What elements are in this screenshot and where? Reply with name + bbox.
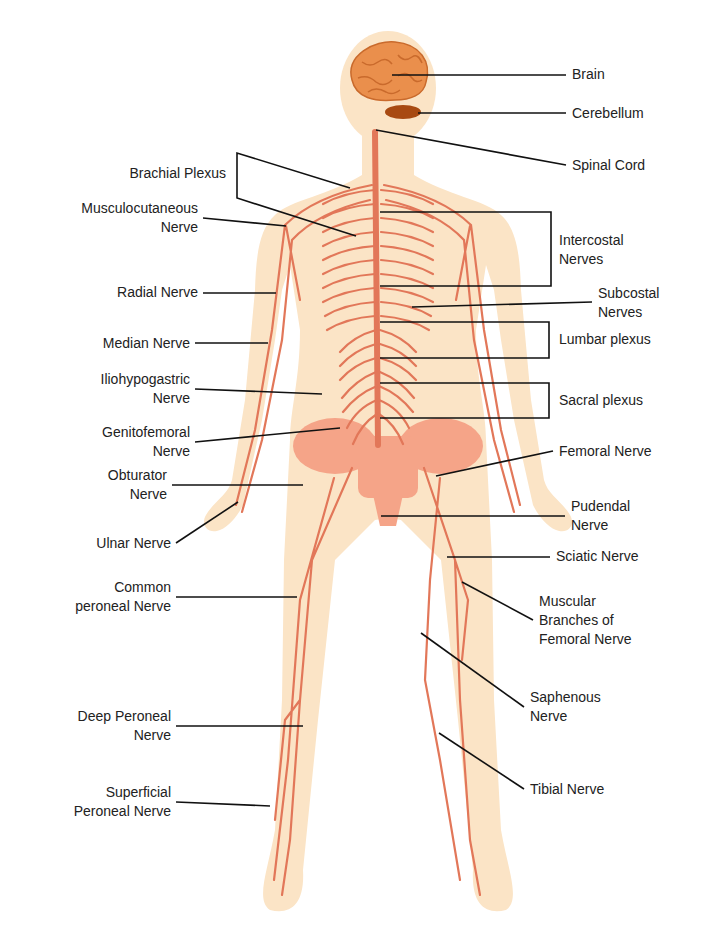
nerve-label-box: Spinal Cord (572, 156, 672, 175)
leader-line (418, 112, 566, 114)
leader-line (176, 725, 303, 727)
nerve-label: Superficial Peroneal Nerve (74, 784, 171, 819)
leader-line (412, 302, 592, 307)
nerve-label: Subcostal Nerves (598, 285, 659, 320)
nerve-label-box: Saphenous Nerve (530, 688, 615, 726)
nerve-label-box: Iliohypogastric Nerve (75, 370, 190, 408)
leader-line (172, 484, 303, 486)
nerve-label: Tibial Nerve (530, 781, 604, 797)
leader-line (392, 74, 566, 76)
nerve-label: Muscular Branches of Femoral Nerve (539, 593, 632, 647)
nerve-label: Intercostal Nerves (559, 232, 624, 267)
nerve-label-box: Median Nerve (90, 334, 190, 353)
nerve-label: Brachial Plexus (130, 165, 227, 181)
nerve-label: Musculocutaneous Nerve (81, 200, 198, 235)
nerve-label: Obturator Nerve (108, 467, 167, 502)
nerve-label: Ulnar Nerve (96, 535, 171, 551)
leader-line (203, 292, 276, 294)
nerve-label-box: Intercostal Nerves (559, 231, 644, 269)
leader-line (176, 502, 238, 543)
nerve-label-box: Ulnar Nerve (81, 534, 171, 553)
bracket (380, 383, 549, 418)
nerve-label: Pudendal Nerve (571, 498, 630, 533)
leader-line (447, 556, 550, 558)
nerve-label: Genitofemoral Nerve (102, 424, 190, 459)
leader-line (462, 582, 533, 620)
nerve-label: Femoral Nerve (559, 443, 652, 459)
nerve-label: Deep Peroneal Nerve (78, 708, 171, 743)
nerve-label-box: Sacral plexus (559, 391, 659, 410)
nerve-label: Common peroneal Nerve (75, 579, 171, 614)
bracket (380, 212, 551, 286)
nerve-label-box: Tibial Nerve (530, 780, 620, 799)
leader-line (195, 389, 322, 394)
nerve-label: Median Nerve (103, 335, 190, 351)
nerve-label: Radial Nerve (117, 284, 198, 300)
nerve-label: Saphenous Nerve (530, 689, 601, 724)
brain (351, 42, 428, 119)
nerve-label: Spinal Cord (572, 157, 645, 173)
nerve-label: Brain (572, 66, 605, 82)
leader-line (381, 515, 565, 517)
nerve-label-box: Deep Peroneal Nerve (67, 707, 171, 745)
leader-line (195, 428, 340, 442)
nerve-label-box: Radial Nerve (98, 283, 198, 302)
nerve-label-box: Pudendal Nerve (571, 497, 646, 535)
bracket (380, 322, 549, 358)
leader-line (436, 451, 553, 476)
leader-line (203, 218, 286, 226)
nerve-label-box: Obturator Nerve (92, 466, 167, 504)
leader-line (195, 342, 268, 344)
nerve-label-box: Genitofemoral Nerve (90, 423, 190, 461)
nerve-label: Sacral plexus (559, 392, 643, 408)
leader-lines (172, 75, 592, 806)
leader-line (376, 130, 566, 165)
leader-line (439, 733, 524, 789)
nerve-label-box: Sciatic Nerve (556, 547, 656, 566)
cerebellum-shape (385, 105, 421, 119)
nerve-label-box: Superficial Peroneal Nerve (67, 783, 171, 821)
nerve-label-box: Cerebellum (572, 104, 667, 123)
nerve-label-box: Common peroneal Nerve (67, 578, 171, 616)
nerves (236, 132, 520, 895)
nerve-label: Sciatic Nerve (556, 548, 638, 564)
nerve-label-box: Subcostal Nerves (598, 284, 673, 322)
body-silhouette (204, 31, 572, 911)
leader-line (421, 633, 524, 707)
leader-line (176, 596, 297, 598)
nerve-label-box: Lumbar plexus (559, 330, 669, 349)
nerve-label: Iliohypogastric Nerve (101, 371, 191, 406)
nerve-label-box: Brachial Plexus (111, 164, 226, 183)
nerve-label: Cerebellum (572, 105, 644, 121)
nerve-label-box: Musculocutaneous Nerve (68, 199, 198, 237)
nerve-label: Lumbar plexus (559, 331, 651, 347)
leader-line (176, 802, 270, 806)
nerve-label-box: Muscular Branches of Femoral Nerve (539, 592, 649, 649)
nerve-label-box: Femoral Nerve (559, 442, 669, 461)
nerve-label-box: Brain (572, 65, 652, 84)
